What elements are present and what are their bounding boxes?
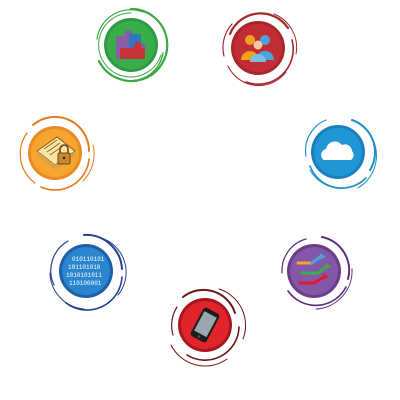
cloud-icon	[304, 119, 377, 189]
binary-node[interactable]: 010110101 101101010 1010101011 110100001	[44, 229, 128, 313]
workflow-node[interactable]	[272, 229, 356, 313]
smartphone-icon	[170, 288, 247, 367]
svg-text:101101010: 101101010	[68, 264, 101, 271]
puzzle-pieces-icon	[96, 7, 169, 83]
people-group-icon	[222, 12, 298, 87]
svg-text:110100001: 110100001	[69, 280, 102, 287]
svg-text:010110101: 010110101	[72, 256, 105, 263]
workflow-arrows-icon	[281, 236, 353, 310]
phone-node[interactable]	[163, 283, 247, 367]
cloud-node[interactable]	[296, 110, 380, 194]
binary-text: 010110101 101101010 1010101011 110100001	[66, 256, 105, 287]
book-node[interactable]	[13, 111, 97, 195]
book-key-lock-icon	[19, 115, 95, 191]
svg-text:1010101011: 1010101011	[66, 272, 102, 279]
puzzle-node[interactable]	[89, 3, 173, 87]
binary-data-icon: 010110101 101101010 1010101011 110100001	[49, 233, 127, 311]
people-node[interactable]	[216, 6, 300, 90]
